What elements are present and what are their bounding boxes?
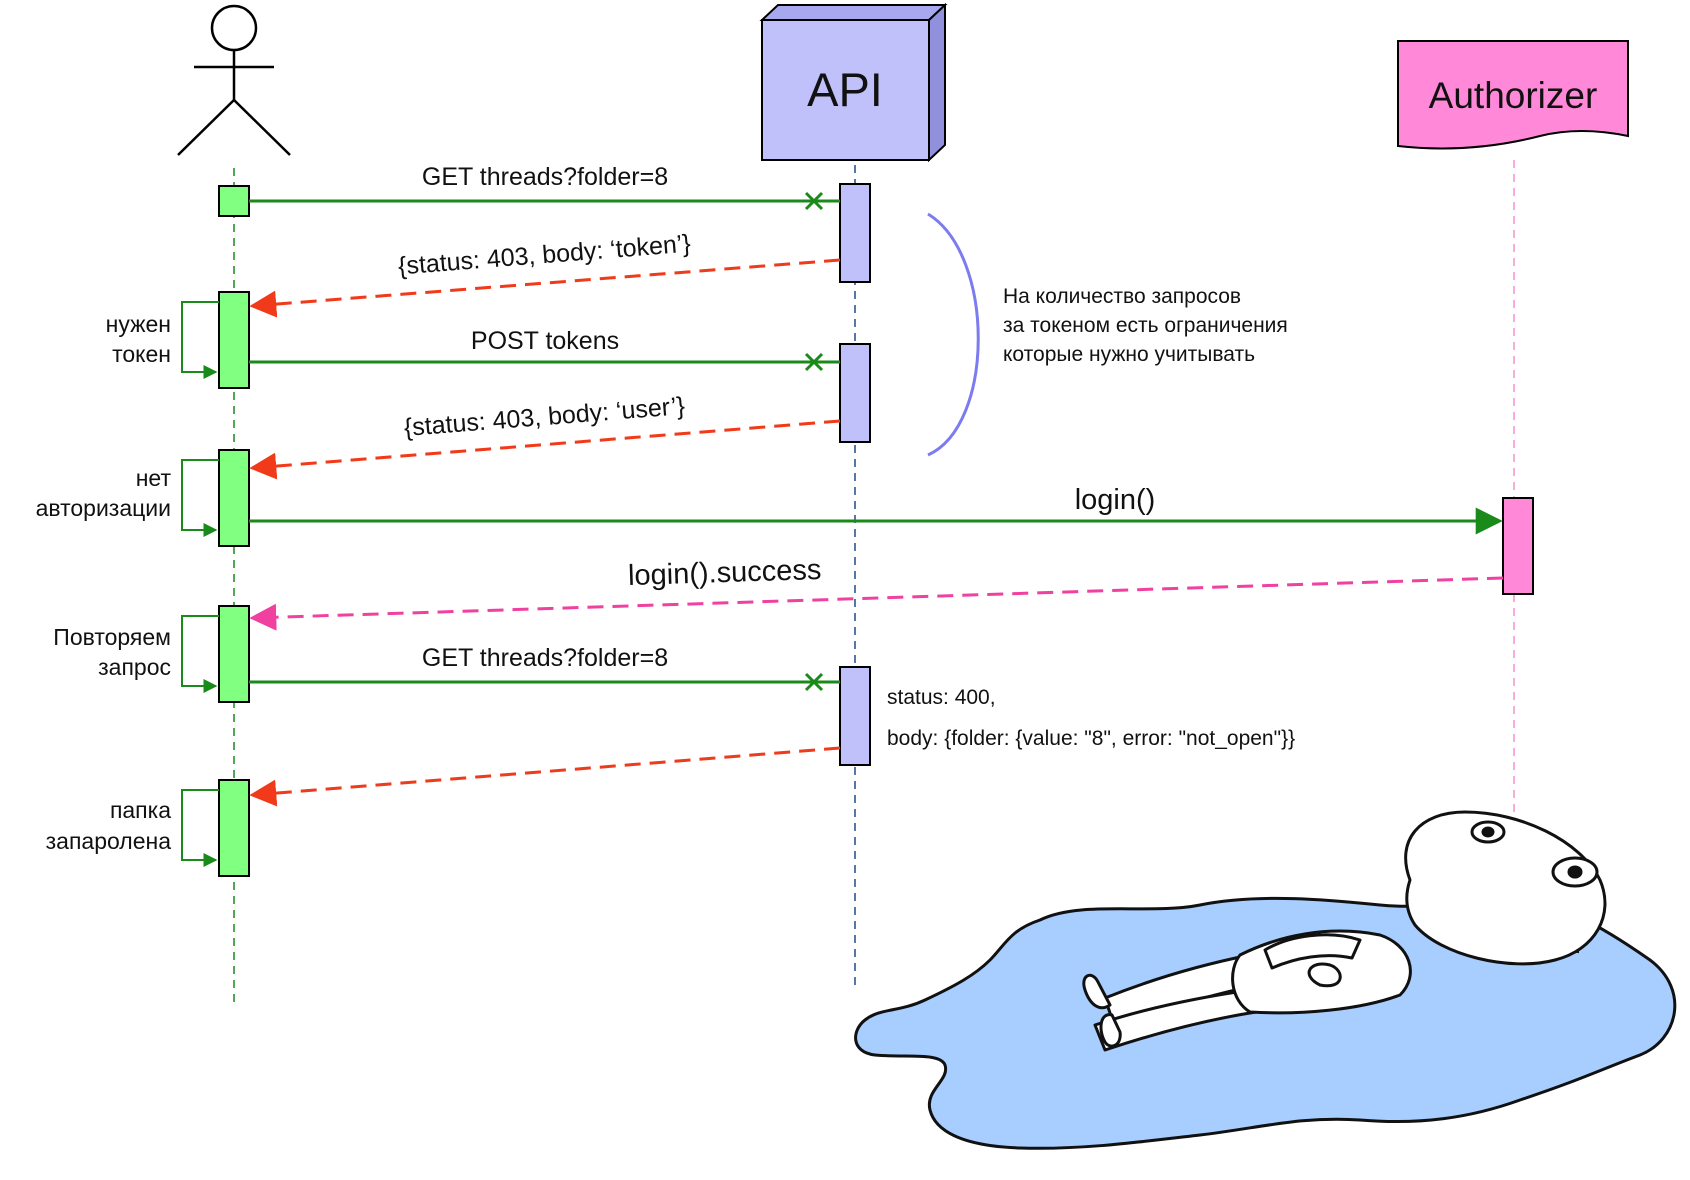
crying-face: [1470, 820, 1599, 888]
actor-activation-3: [218, 449, 250, 547]
actor-activation-5: [218, 779, 250, 877]
api-activation-2: [839, 343, 871, 443]
self-call-2: нет авторизации: [36, 459, 219, 537]
api-activation-3: [839, 666, 871, 766]
api-participant: API: [759, 2, 948, 163]
note-line: На количество запросов: [1003, 285, 1241, 308]
message-label: GET threads?folder=8: [422, 163, 668, 191]
message-403-token: {status: 403, body: ‘token’}: [249, 230, 841, 318]
note-line: которые нужно учитывать: [1003, 343, 1255, 366]
message-403-user: {status: 403, body: ‘user’}: [249, 392, 841, 480]
actor-activation-2: [218, 291, 250, 389]
self-call-4: папка запаролена: [46, 789, 219, 867]
self-note-line: нет: [136, 465, 172, 491]
self-note-line: авторизации: [36, 495, 171, 521]
self-call-3: Повторяем запрос: [53, 615, 219, 693]
lost-message-cross-icon: [804, 352, 824, 372]
message-label: {status: 403, body: ‘user’}: [403, 392, 686, 442]
actor-activation-4: [218, 605, 250, 703]
message-label: {status: 403, body: ‘token’}: [397, 230, 692, 281]
authorizer-title: Authorizer: [1429, 75, 1598, 116]
note-line: status: 400,: [887, 686, 996, 709]
self-note-line: папка: [110, 797, 171, 823]
message-get-threads-2: GET threads?folder=8: [249, 644, 840, 692]
message-get-threads-1: GET threads?folder=8: [249, 163, 840, 211]
note-bracket: [927, 212, 980, 457]
message-label: login(): [1075, 484, 1156, 516]
token-limit-note: На количество запросов за токеном есть о…: [1003, 285, 1288, 366]
authorizer-participant: Authorizer: [1397, 40, 1629, 150]
self-note-line: Повторяем: [53, 624, 171, 650]
lost-message-cross-icon: [804, 191, 824, 211]
message-label: login().success: [628, 554, 822, 592]
actor-stick-figure: [177, 4, 291, 156]
self-note-line: нужен: [106, 311, 171, 337]
message-label: POST tokens: [471, 327, 619, 355]
self-note-line: токен: [112, 341, 171, 367]
api-title: API: [807, 63, 883, 116]
message-post-tokens: POST tokens: [249, 327, 840, 372]
note-line: body: {folder: {value: "8", error: "not_…: [887, 727, 1295, 750]
self-call-1: нужен токен: [106, 301, 219, 379]
lost-message-cross-icon: [804, 672, 824, 692]
note-line: за токеном есть ограничения: [1003, 314, 1288, 337]
message-label: GET threads?folder=8: [422, 644, 668, 672]
message-400-response: [249, 746, 841, 807]
api-activation-1: [839, 183, 871, 283]
actor-activation-1: [218, 185, 250, 217]
response-note: status: 400, body: {folder: {value: "8",…: [887, 686, 1295, 750]
crying-figure-illustration: [854, 810, 1677, 1150]
message-login-success: login().success: [249, 554, 1504, 631]
authorizer-activation: [1502, 497, 1534, 595]
message-login: login(): [249, 484, 1503, 535]
self-note-line: запрос: [98, 654, 171, 680]
self-note-line: запаролена: [46, 828, 172, 854]
